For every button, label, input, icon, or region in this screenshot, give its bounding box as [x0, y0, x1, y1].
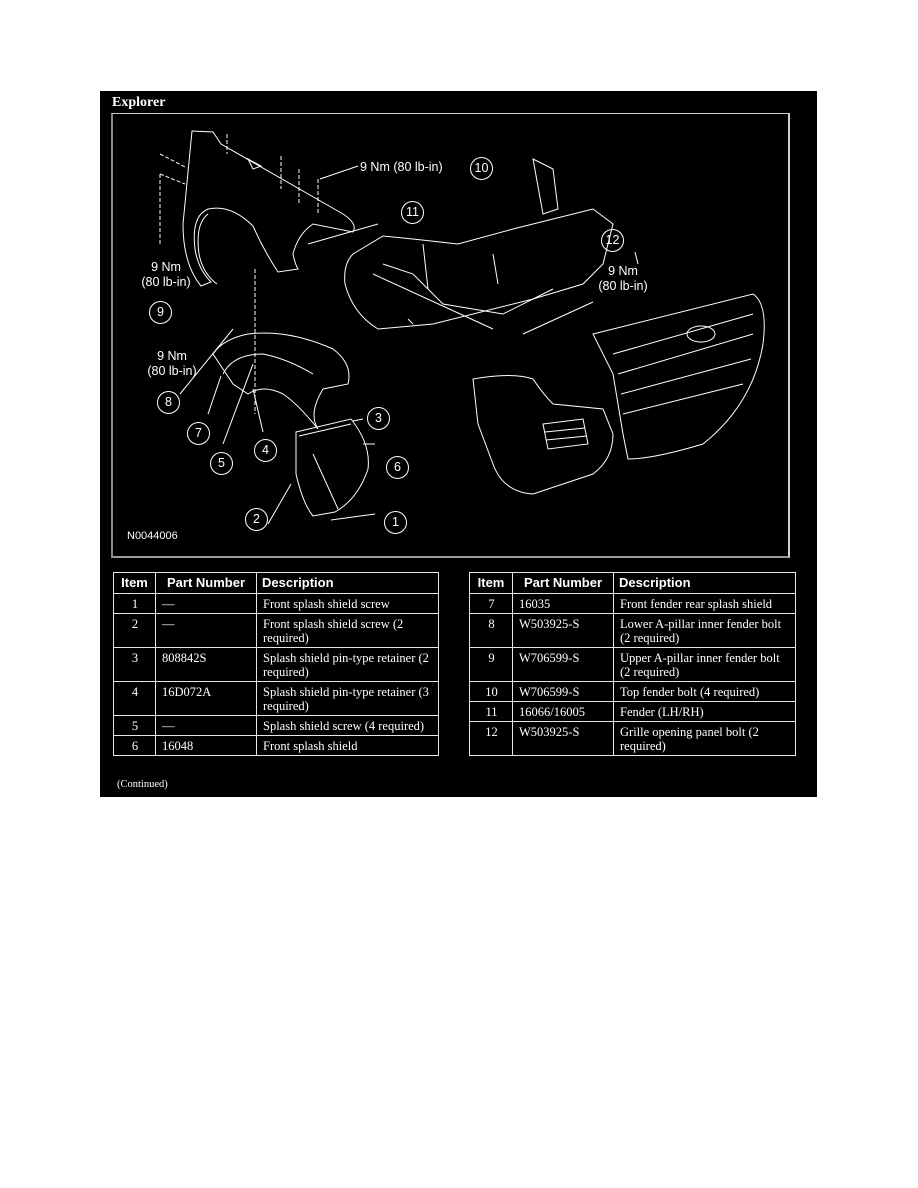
table-header-row: Item Part Number Description	[113, 572, 439, 594]
part-number-cell: —	[155, 593, 257, 614]
figure-id: N0044006	[127, 530, 178, 542]
description-cell: Front splash shield	[256, 735, 439, 756]
part-number-cell: 16048	[155, 735, 257, 756]
item-cell: 9	[469, 647, 513, 682]
description-cell: Upper A-pillar inner fender bolt (2 requ…	[613, 647, 796, 682]
header-description: Description	[613, 572, 796, 594]
callout-11: 11	[401, 201, 424, 224]
part-number-cell: W503925-S	[512, 721, 614, 756]
description-cell: Splash shield pin-type retainer (3 requi…	[256, 681, 439, 716]
torque-label-item-8-nm: 9 Nm	[157, 349, 187, 363]
torque-label-item-12-nm: 9 Nm	[608, 264, 638, 278]
front-splash-shield-drawing	[295, 418, 369, 517]
description-cell: Front fender rear splash shield	[613, 593, 796, 614]
grille-opening-panel-drawing	[344, 158, 614, 335]
description-cell: Grille opening panel bolt (2 required)	[613, 721, 796, 756]
continued-note: (Continued)	[117, 779, 168, 790]
table-header-row: Item Part Number Description	[469, 572, 796, 594]
callout-4: 4	[254, 439, 277, 462]
item-cell: 11	[469, 701, 513, 722]
torque-label-item-12-lbin: (80 lb-in)	[598, 279, 648, 293]
exploded-view-diagram: 9 Nm (80 lb-in) 10 11 9 Nm (80 lb-in) 9 …	[111, 113, 790, 558]
header-item: Item	[469, 572, 513, 594]
bolts-drawing	[159, 134, 319, 414]
parts-illustration	[159, 130, 765, 525]
part-number-cell: W503925-S	[512, 613, 614, 648]
description-cell: Top fender bolt (4 required)	[613, 681, 796, 702]
header-item: Item	[113, 572, 156, 594]
description-cell: Splash shield screw (4 required)	[256, 715, 439, 736]
callout-7: 7	[187, 422, 210, 445]
torque-label-item-9-lbin: (80 lb-in)	[141, 275, 191, 289]
torque-label-item-9-nm: 9 Nm	[151, 260, 181, 274]
callout-10: 10	[470, 157, 493, 180]
callout-5: 5	[210, 452, 233, 475]
table-row: 5—Splash shield screw (4 required)	[113, 715, 439, 736]
callout-6: 6	[386, 456, 409, 479]
header-part-number: Part Number	[155, 572, 257, 594]
leader-lines	[179, 251, 639, 525]
item-cell: 3	[113, 647, 156, 682]
callout-8: 8	[157, 391, 180, 414]
item-cell: 7	[469, 593, 513, 614]
description-cell: Front splash shield screw (2 required)	[256, 613, 439, 648]
item-cell: 8	[469, 613, 513, 648]
part-number-cell: W706599-S	[512, 647, 614, 682]
description-cell: Fender (LH/RH)	[613, 701, 796, 722]
item-cell: 4	[113, 681, 156, 716]
part-number-cell: —	[155, 715, 257, 736]
part-number-cell: 16035	[512, 593, 614, 614]
header-description: Description	[256, 572, 439, 594]
item-cell: 2	[113, 613, 156, 648]
part-number-cell: —	[155, 613, 257, 648]
item-cell: 1	[113, 593, 156, 614]
item-cell: 5	[113, 715, 156, 736]
table-row: 1—Front splash shield screw	[113, 593, 439, 614]
rear-splash-shield-drawing	[212, 332, 350, 430]
callout-9: 9	[149, 301, 172, 324]
callout-12: 12	[601, 229, 624, 252]
callout-2: 2	[245, 508, 268, 531]
callout-3: 3	[367, 407, 390, 430]
torque-label-item-10: 9 Nm (80 lb-in)	[360, 160, 443, 174]
vehicle-title: Explorer	[112, 95, 166, 110]
fender-drawing	[182, 130, 355, 287]
item-cell: 6	[113, 735, 156, 756]
figure-panel: Explorer	[100, 91, 817, 797]
part-number-cell: 808842S	[155, 647, 257, 682]
part-number-cell: 16D072A	[155, 681, 257, 716]
item-cell: 10	[469, 681, 513, 702]
torque-label-item-8-lbin: (80 lb-in)	[147, 364, 197, 378]
item-cell: 12	[469, 721, 513, 756]
description-cell: Splash shield pin-type retainer (2 requi…	[256, 647, 439, 682]
parts-table-left: Item Part Number Description 1—Front spl…	[113, 572, 439, 756]
description-cell: Lower A-pillar inner fender bolt (2 requ…	[613, 613, 796, 648]
header-part-number: Part Number	[512, 572, 614, 594]
description-cell: Front splash shield screw	[256, 593, 439, 614]
table-row: 2—Front splash shield screw (2 required)	[113, 613, 439, 648]
part-number-cell: 16066/16005	[512, 701, 614, 722]
callout-1: 1	[384, 511, 407, 534]
part-number-cell: W706599-S	[512, 681, 614, 702]
front-fascia-drawing	[472, 293, 765, 495]
